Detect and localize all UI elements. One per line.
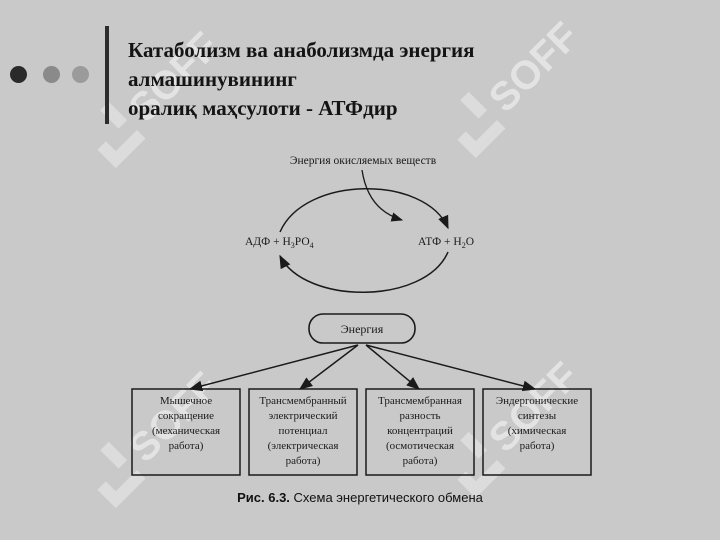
work-box-2-line: потенциал	[278, 425, 328, 437]
work-box-2-line: работа)	[286, 455, 321, 467]
adp-formula: АДФ + Н3РО4	[245, 236, 314, 250]
caption-text: Схема энергетического обмена	[293, 490, 483, 505]
work-box-4	[482, 388, 592, 476]
work-box-4-line: синтезы	[518, 410, 557, 422]
work-box-2	[248, 388, 358, 476]
title-line-3: оралиқ маҳсулоти - АТФдир	[128, 96, 398, 120]
arrow-to-box-3	[365, 344, 421, 390]
work-box-4-line: работа)	[520, 440, 555, 452]
arrow-to-box-4	[365, 344, 537, 392]
dot-mid	[43, 66, 60, 83]
title-line-1: Катаболизм ва анаболизмда энергия	[128, 38, 475, 62]
work-box-4-line: (химическая	[508, 425, 567, 437]
work-box-1	[131, 388, 241, 476]
oxidation-arrow	[361, 169, 404, 222]
work-box-3-line: концентраций	[387, 425, 453, 437]
work-box-1-line: сокращение	[158, 410, 214, 422]
work-box-3	[365, 388, 475, 476]
work-box-1-line: Мышечное	[160, 395, 212, 407]
oxidized-energy-label: Энергия окисляемых веществ	[290, 155, 437, 167]
work-box-2-line: Трансмембранный	[259, 395, 346, 407]
work-box-2-line: электрический	[268, 410, 337, 422]
work-box-3-line: (осмотическая	[386, 440, 454, 452]
hydrolysis-arc	[279, 251, 449, 293]
work-box-3-line: работа)	[403, 455, 438, 467]
energy-pill	[308, 313, 416, 344]
work-type-boxes: Мышечное сокращение (механическая работа) Тр…	[131, 388, 592, 476]
synthesis-arc	[279, 188, 449, 233]
slide-title: Катаболизм ва анаболизмда энергия алмаши…	[128, 36, 688, 123]
energy-label: Энергия	[341, 322, 384, 336]
caption-label: Рис. 6.3.	[237, 490, 290, 505]
work-box-4-line: Эндергонические	[496, 395, 578, 407]
work-box-1-line: (механическая	[152, 425, 220, 437]
arrow-to-box-2	[298, 344, 359, 390]
atp-formula: АТФ + Н2О	[418, 236, 474, 250]
dot-dark	[10, 66, 27, 83]
title-divider	[105, 26, 109, 124]
work-box-3-line: Трансмембранная	[378, 395, 462, 407]
work-box-2-line: (электрическая	[268, 440, 339, 452]
dot-light	[72, 66, 89, 83]
figure-caption: Рис. 6.3. Схема энергетического обмена	[0, 490, 720, 505]
arrow-to-box-1	[188, 344, 359, 392]
title-line-2: алмашинувининг	[128, 67, 297, 91]
work-box-1-line: работа)	[169, 440, 204, 452]
work-box-3-line: разность	[399, 410, 440, 422]
